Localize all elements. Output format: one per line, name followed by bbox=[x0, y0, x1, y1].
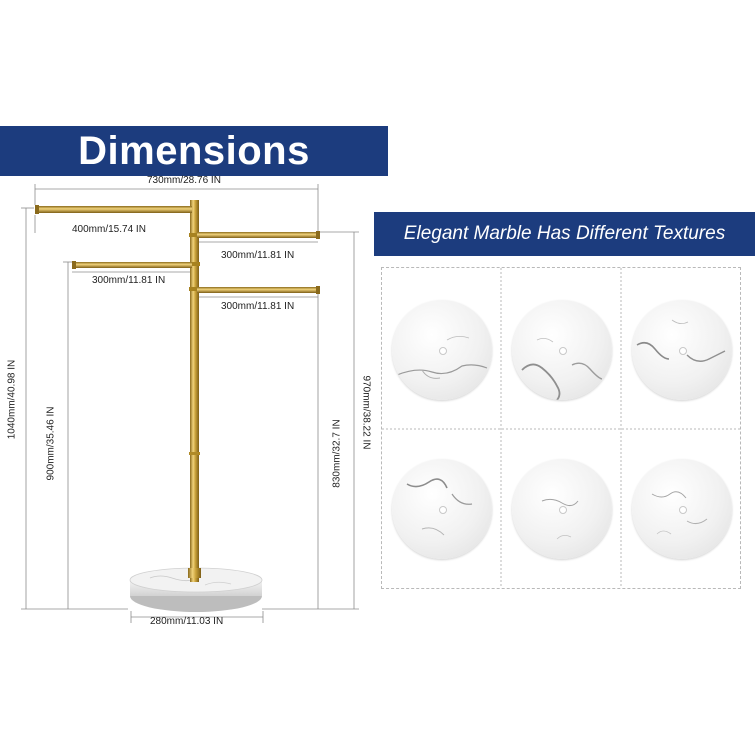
textures-banner bbox=[374, 212, 755, 256]
top-arm-label: 400mm/15.74 IN bbox=[72, 224, 146, 235]
left-arm-height-label: 900mm/35.46 IN bbox=[45, 406, 57, 481]
right-lower-height-label: 830mm/32.7 IN bbox=[331, 419, 343, 488]
dimensions-banner bbox=[0, 126, 388, 176]
marble-disc bbox=[512, 459, 612, 559]
marble-disc bbox=[392, 459, 492, 559]
total-height-label: 1040mm/40.98 IN bbox=[6, 359, 18, 440]
overall-width-label: 730mm/28.76 IN bbox=[147, 175, 221, 186]
textures-title: Elegant Marble Has Different Textures bbox=[403, 223, 726, 244]
dimensions-title: Dimensions bbox=[78, 129, 310, 173]
right-upper-height-label: 970mm/38.22 IN bbox=[360, 375, 372, 450]
texture-cell bbox=[502, 268, 622, 429]
texture-cell bbox=[622, 268, 742, 429]
marble-disc bbox=[632, 300, 732, 400]
texture-cell bbox=[502, 429, 622, 590]
marble-texture-grid bbox=[381, 267, 741, 589]
texture-cell bbox=[622, 429, 742, 590]
marble-disc bbox=[512, 300, 612, 400]
texture-cell bbox=[382, 429, 502, 590]
right-arm-lower-label: 300mm/11.81 IN bbox=[221, 301, 295, 312]
grid-dividers bbox=[382, 268, 740, 588]
marble-disc bbox=[392, 300, 492, 400]
texture-cell bbox=[382, 268, 502, 429]
right-arm-upper-label: 300mm/11.81 IN bbox=[221, 250, 295, 261]
base-diameter-label: 280mm/11.03 IN bbox=[150, 616, 224, 627]
marble-disc bbox=[632, 459, 732, 559]
left-arm-label: 300mm/11.81 IN bbox=[92, 275, 166, 286]
